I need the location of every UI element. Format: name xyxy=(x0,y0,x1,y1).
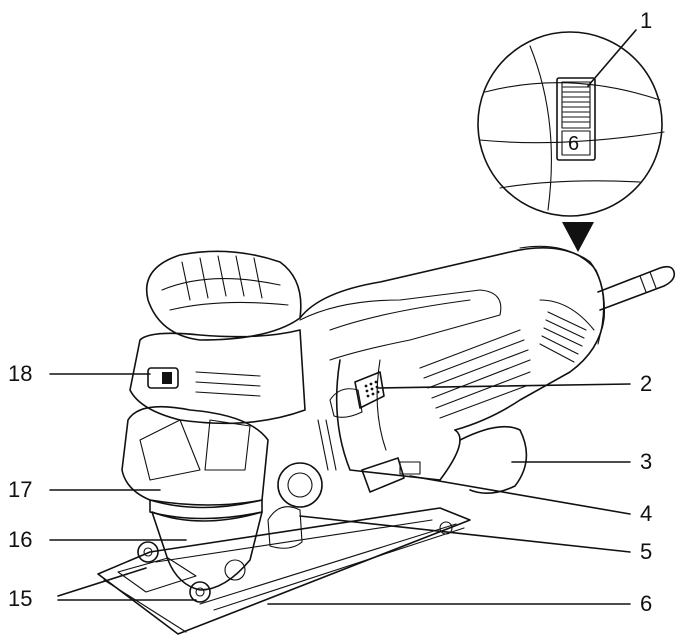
leader-lines xyxy=(49,29,637,605)
led-switch xyxy=(147,367,179,389)
leader-2 xyxy=(377,383,631,389)
leader-4 xyxy=(409,475,631,515)
callout-2: 2 xyxy=(640,371,653,396)
callout-17: 17 xyxy=(8,477,33,502)
callout-16: 16 xyxy=(8,527,33,552)
detail-inset xyxy=(477,31,665,252)
base-plate xyxy=(97,507,471,635)
callout-4: 4 xyxy=(640,501,653,526)
pendulum-lever xyxy=(361,457,405,493)
callout-5: 5 xyxy=(640,539,653,564)
power-cord xyxy=(597,265,676,311)
blade-holder-cover xyxy=(151,511,263,591)
callout-1: 1 xyxy=(640,8,653,33)
speed-wheel-value: 6 xyxy=(568,133,580,155)
dust-port xyxy=(459,425,528,494)
tool-free-clamp xyxy=(277,462,323,508)
tool-housing xyxy=(267,245,606,549)
callout-6: 6 xyxy=(640,591,653,616)
leader-5 xyxy=(299,515,631,553)
pointer-arrow-icon xyxy=(562,222,594,252)
front-head xyxy=(121,250,306,591)
callout-15: 15 xyxy=(8,586,33,611)
speed-wheel xyxy=(556,77,596,161)
lock-switch xyxy=(354,371,385,409)
leader-1 xyxy=(587,29,637,87)
callout-18: 18 xyxy=(8,361,33,386)
leader-15a xyxy=(57,567,147,597)
base-plate-screws xyxy=(117,521,453,603)
callout-3: 3 xyxy=(640,449,653,474)
